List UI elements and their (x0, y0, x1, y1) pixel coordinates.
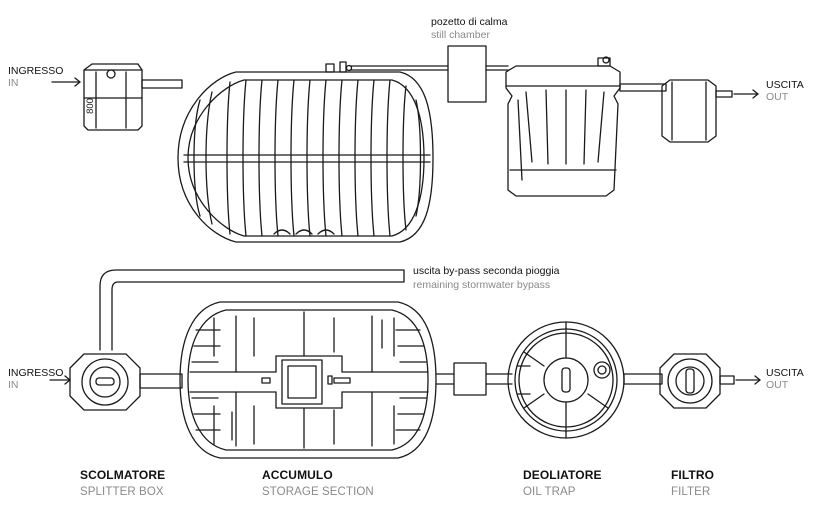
bottom-pipe-2 (435, 373, 513, 385)
oil-trap-plan (507, 321, 625, 439)
bottom-pipe-1 (139, 373, 183, 389)
storage-section-caption: ACCUMULO (262, 468, 333, 482)
top-outlet-arrow-icon (733, 89, 759, 99)
bottom-outlet-arrow-icon (735, 375, 761, 385)
storage-section-subcaption: STORAGE SECTION (262, 486, 374, 498)
storage-section-plan (179, 301, 437, 459)
oil-trap-subcaption: OIL TRAP (523, 486, 576, 498)
still-chamber-label: pozetto di calma (431, 16, 508, 28)
top-oil-trap (505, 56, 621, 197)
bypass-label: uscita by-pass seconda pioggia (413, 265, 560, 277)
top-pipe-1 (141, 79, 183, 89)
top-inlet-arrow-icon (51, 77, 81, 87)
filter-caption: FILTRO (671, 468, 715, 482)
bypass-sublabel: remaining stormwater bypass (413, 279, 551, 291)
bottom-inlet-label: INGRESSO (8, 367, 64, 379)
bottom-still-chamber (453, 362, 487, 396)
top-inlet-label: INGRESSO (8, 65, 64, 77)
top-filter (661, 79, 733, 143)
top-pipe-3 (619, 83, 667, 92)
filter-subcaption: FILTER (671, 486, 711, 498)
bottom-inlet-sublabel: IN (8, 379, 19, 391)
bypass-pipe (99, 269, 405, 351)
still-chamber-sublabel: still chamber (431, 29, 490, 41)
top-outlet-sublabel: OUT (766, 91, 789, 103)
splitter-box (69, 353, 141, 411)
top-inlet-sublabel: IN (8, 77, 19, 89)
bottom-pipe-3 (623, 373, 663, 385)
top-storage-tank (177, 61, 434, 243)
top-still-chamber (447, 45, 487, 103)
bottom-outlet-label: USCITA (766, 367, 804, 379)
filter-plan (659, 353, 735, 409)
splitter-box-caption: SCOLMATORE (80, 468, 166, 482)
top-pipe-2 (349, 65, 509, 71)
tank-800-label: 800 (85, 98, 96, 114)
oil-trap-caption: DEOLIATORE (523, 468, 602, 482)
top-outlet-label: USCITA (766, 79, 804, 91)
bottom-outlet-sublabel: OUT (766, 379, 789, 391)
top-small-tank (83, 63, 143, 131)
splitter-box-subcaption: SPLITTER BOX (80, 486, 164, 498)
